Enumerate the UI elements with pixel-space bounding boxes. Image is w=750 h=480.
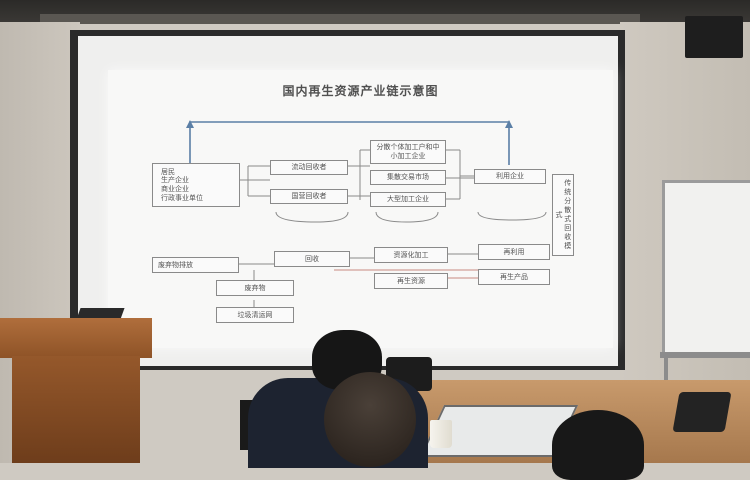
attendee-head: [552, 410, 644, 480]
box-garbage-network: 垃圾清运网: [216, 307, 294, 323]
flow-connectors: [186, 120, 547, 310]
feedback-arrowhead-left: [186, 120, 194, 128]
box-waste-discharge: 废弃物排放: [152, 257, 239, 273]
box-waste: 废弃物: [216, 280, 294, 296]
box-resource-processing: 资源化加工: [374, 247, 448, 263]
box-small-processors: 分散个体加工户和中 小加工企业: [370, 140, 446, 164]
feedback-loop-arrow: [189, 121, 510, 165]
podium: [12, 356, 140, 463]
whiteboard-tray: [660, 352, 750, 358]
box-renewable-products: 再生产品: [478, 269, 550, 285]
slide-title: 国内再生资源产业链示意图: [282, 84, 439, 98]
wall-speaker: [685, 16, 743, 58]
feedback-arrowhead-right: [505, 120, 513, 128]
box-trading-market: 集散交易市场: [370, 170, 446, 185]
box-mobile-collectors: 流动回收者: [270, 160, 348, 175]
box-national-collectors: 国营回收者: [270, 189, 348, 204]
box-large-processors: 大型加工企业: [370, 192, 446, 207]
box-reuse: 再利用: [478, 244, 550, 260]
box-recycling: 回收: [274, 251, 350, 267]
projected-slide: 国内再生资源产业链示意图 居民 生产企业 商业企业 行政事业单位 流动回收者 国…: [108, 70, 613, 348]
whiteboard: [662, 180, 750, 358]
chair: [672, 392, 732, 432]
box-residents-producers: 居民 生产企业 商业企业 行政事业单位: [152, 163, 240, 207]
red-connectors: [334, 269, 478, 279]
podium-top: [0, 318, 152, 358]
attendee-head: [324, 372, 416, 467]
ceiling-fixture: [40, 14, 640, 24]
paper-cup: [430, 420, 452, 448]
box-using-enterprises: 利用企业: [474, 169, 546, 184]
box-traditional-mode: 传统分散式回收模式: [552, 174, 574, 256]
box-renewable-resources: 再生资源: [374, 273, 448, 289]
